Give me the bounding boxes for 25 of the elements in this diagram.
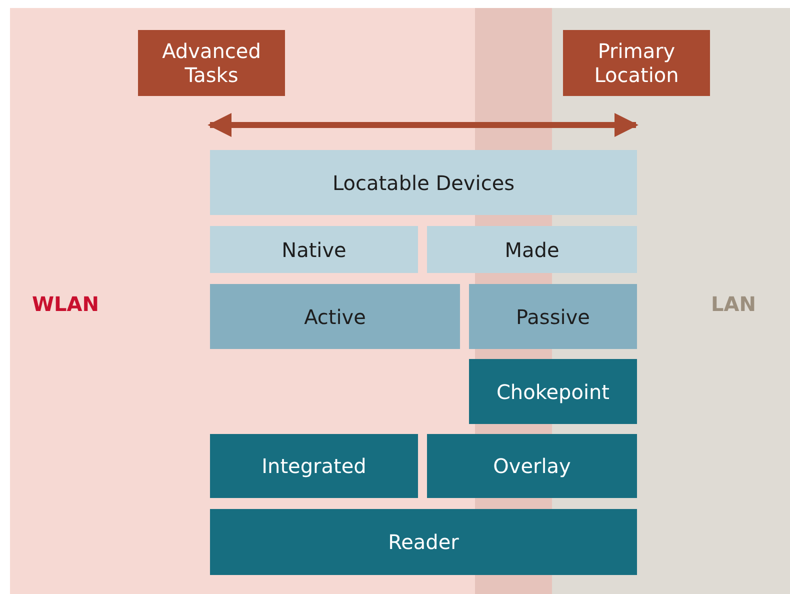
region-label: WLAN — [32, 292, 100, 316]
box-label: Advanced Tasks — [161, 39, 262, 87]
box-label: Chokepoint — [496, 380, 610, 404]
box-label: Reader — [388, 530, 459, 554]
layer-box — [210, 434, 418, 498]
layer-box — [427, 434, 637, 498]
layer-box — [210, 509, 637, 575]
layer-box — [210, 284, 460, 349]
layer-box — [469, 284, 637, 349]
box-label: Passive — [516, 304, 590, 328]
layer-box — [427, 226, 637, 273]
layer-box — [210, 226, 418, 273]
box-label: Locatable Devices — [332, 170, 515, 194]
box-label: Native — [282, 238, 346, 262]
box-label: Active — [304, 304, 366, 328]
box-label: Primary Location — [593, 39, 680, 87]
box-label: Made — [504, 238, 560, 262]
box-label: Overlay — [493, 454, 571, 478]
region-label: LAN — [711, 292, 756, 316]
box-label: Integrated — [262, 454, 366, 478]
label-box — [138, 30, 285, 96]
label-box — [563, 30, 710, 96]
double-arrow — [208, 113, 638, 137]
layer-box — [210, 150, 637, 215]
layer-box — [469, 359, 637, 424]
